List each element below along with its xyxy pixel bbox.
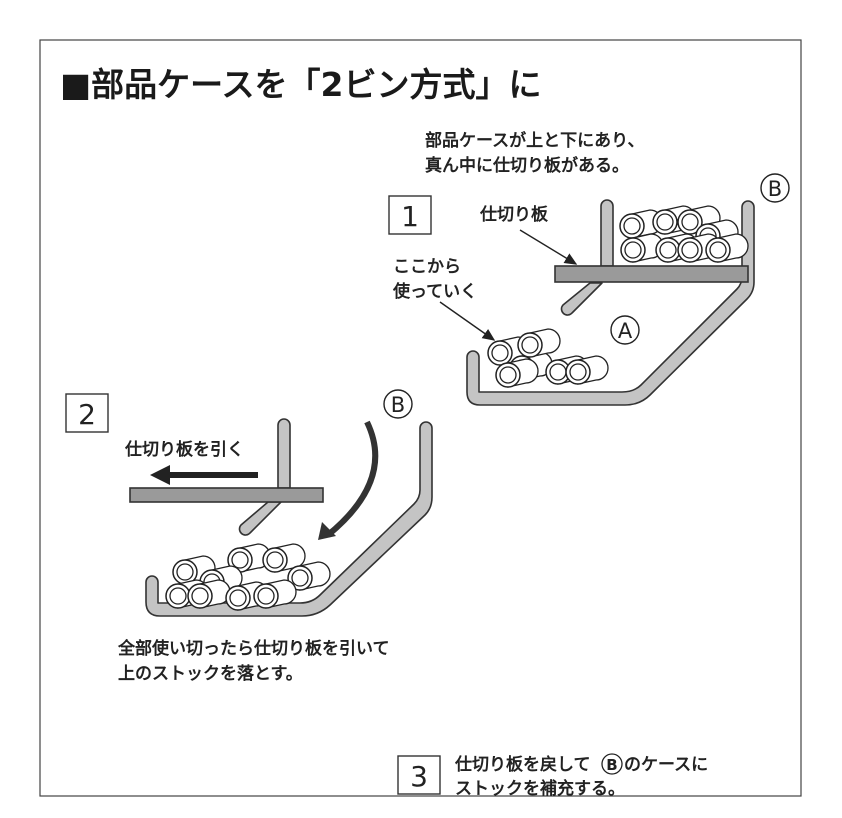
step1-description-line2: 真ん中に仕切り板がある。 (425, 155, 629, 176)
step3-description-line2: ストックを補充する。 (455, 778, 625, 799)
step-1: 部品ケースが上と下にあり、 真ん中に仕切り板がある。 1 仕切り板 ここから 使… (388, 130, 790, 406)
part-cylinder (705, 233, 749, 263)
part-cylinder (620, 233, 664, 263)
case-tray-outer-2 (145, 421, 433, 617)
divider-plate (554, 265, 749, 283)
step3-description-line1-b: のケースに (624, 755, 708, 775)
step3-description-line1-a: 仕切り板を戻して (454, 754, 591, 775)
step1-description-line1: 部品ケースが上と下にあり、 (425, 130, 644, 151)
case-b-label: B (768, 177, 782, 201)
parts-stock-upper (619, 205, 749, 263)
parts-stock-combined (165, 543, 331, 611)
step-2: 2 仕切り板を引く B 全部使い切ったら仕切り板を引いて 上のストックを落とす。 (65, 389, 433, 684)
divider-label: 仕切り板 (479, 204, 549, 225)
drop-arrowhead (318, 522, 336, 540)
part-cylinder (227, 543, 271, 573)
drop-arrow (326, 420, 379, 538)
frame (39, 39, 802, 797)
use-pointer-arrow (439, 301, 496, 341)
case-upper-post (600, 199, 614, 267)
divider-pointer-arrow (519, 229, 578, 265)
case-upper-stub (560, 282, 603, 316)
part-cylinder (262, 543, 306, 573)
step3-number-box (397, 755, 441, 795)
page-title: ■部品ケースを「2ビン方式」に (60, 65, 542, 104)
step3-number: 3 (410, 760, 428, 793)
part-cylinder (495, 358, 539, 388)
divider-plate-pulled (129, 487, 324, 503)
case-upper-stub-2 (238, 501, 282, 536)
pull-arrowhead (150, 465, 170, 485)
parts-stock-lower (487, 328, 609, 388)
case-tray-outer (466, 200, 755, 406)
part-cylinder (253, 579, 297, 609)
step2-number-box (65, 393, 109, 433)
case-b-marker-2 (383, 389, 413, 419)
case-a-marker (610, 315, 640, 345)
part-cylinder (187, 579, 231, 609)
step2-number: 2 (78, 398, 96, 431)
use-label-line2: 使っていく (392, 281, 477, 302)
case-a-label: A (618, 319, 633, 343)
case-b-label-2: B (391, 393, 405, 417)
step-3: 3 仕切り板を戻して B のケースに ストックを補充する。 (397, 753, 708, 799)
part-cylinder (287, 561, 331, 591)
step1-number: 1 (401, 200, 419, 233)
pull-label: 仕切り板を引く (124, 439, 244, 460)
case-b-marker (760, 173, 790, 203)
step2-description-line2: 上のストックを落とす。 (118, 664, 303, 684)
part-cylinder (517, 328, 561, 358)
case-b-marker-3 (601, 753, 623, 775)
part-cylinder (565, 355, 609, 385)
step1-number-box (388, 195, 432, 235)
use-label-line1: ここから (393, 257, 461, 277)
part-cylinder (677, 205, 721, 235)
case-upper-post-2 (277, 418, 291, 489)
step2-description-line1: 全部使い切ったら仕切り板を引いて (117, 638, 390, 659)
case-b-label-3: B (606, 756, 617, 774)
